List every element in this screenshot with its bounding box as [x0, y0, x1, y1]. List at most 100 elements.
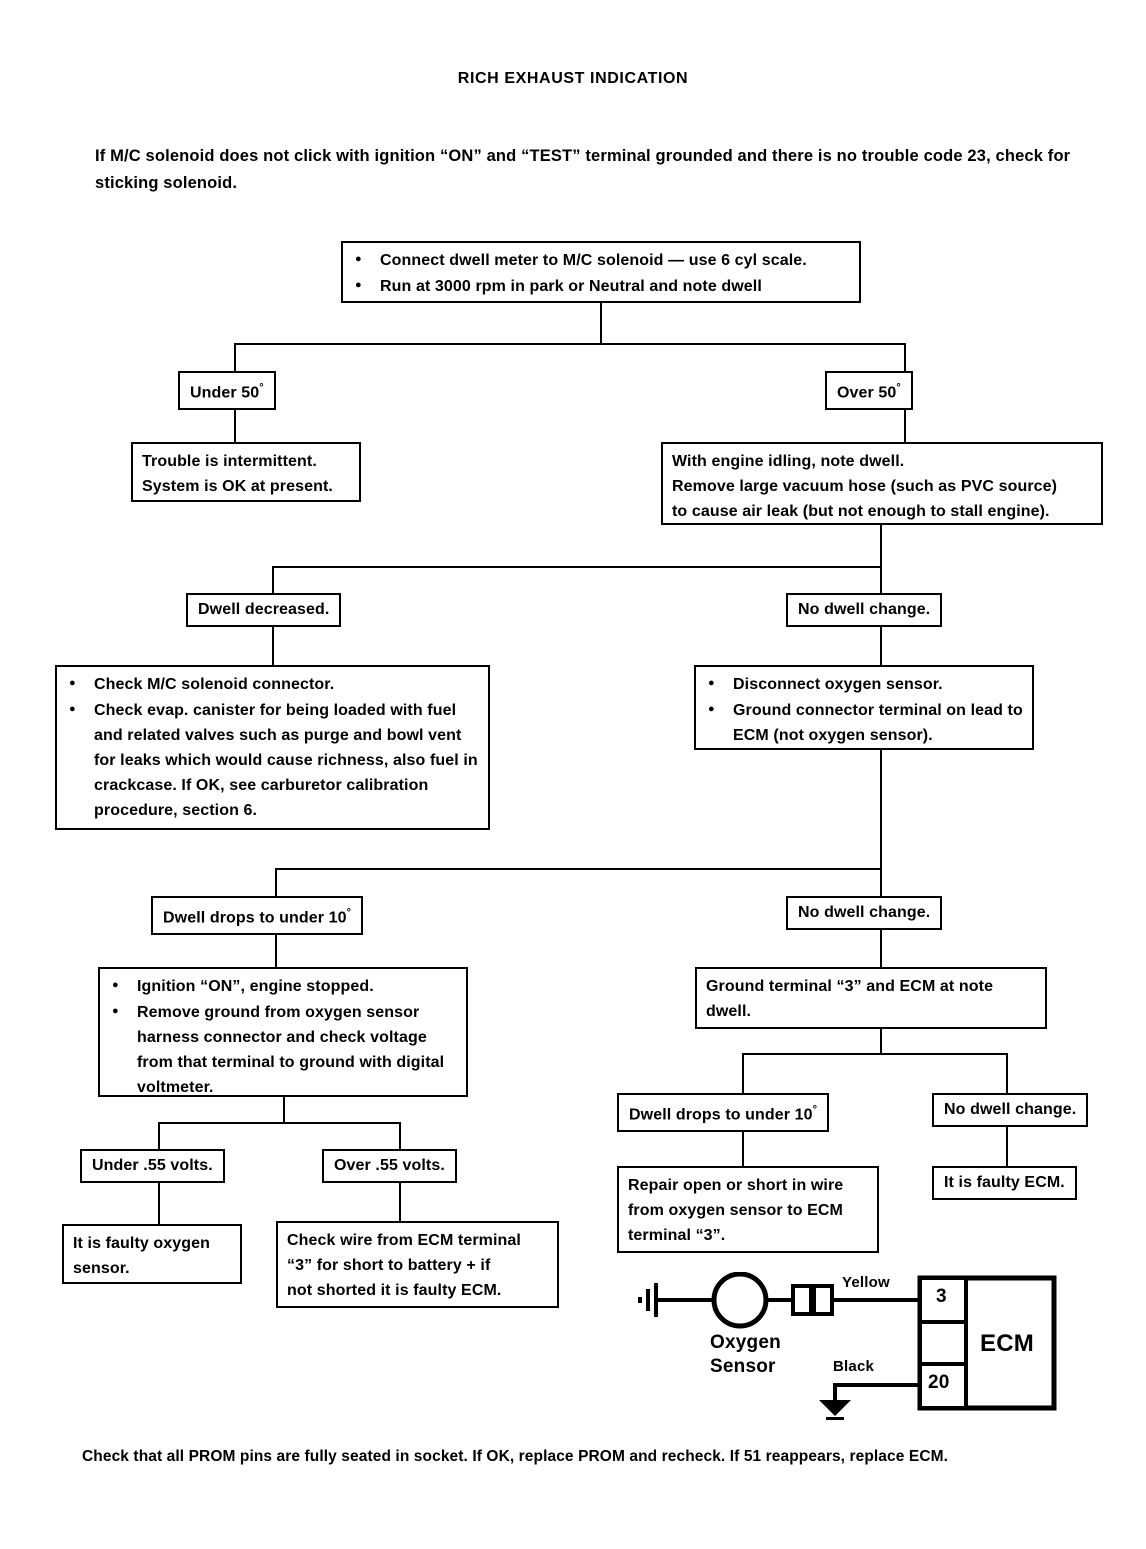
faulty-oxygen-line-2: sensor. [73, 1260, 130, 1277]
connector-dwell-drops-right-down [742, 1122, 744, 1167]
oxygen-sensor-circle [711, 1272, 769, 1329]
ecm-label: ECM [980, 1330, 1034, 1357]
no-dwell-change-label-3: No dwell change. [944, 1101, 1077, 1118]
no-dwell-change-box-1: No dwell change. [786, 593, 943, 627]
check-mc-solenoid-box: Check M/C solenoid connector. Check evap… [55, 665, 490, 830]
faulty-ecm-box: It is faulty ECM. [932, 1166, 1077, 1200]
connector-to-over-55 [399, 1122, 401, 1150]
engine-idling-box: With engine idling, note dwell. Remove l… [661, 442, 1103, 525]
connector-to-no-dwell-1 [880, 566, 882, 594]
dwell-drops-label-left: Dwell drops to under 10 [163, 909, 347, 927]
intermittent-box: Trouble is intermittent. System is OK at… [131, 442, 361, 502]
connector-no-dwell-1-down [880, 622, 882, 666]
oxygen-sensor-label-line-1: Oxygen [710, 1332, 781, 1353]
faulty-oxygen-sensor-box: It is faulty oxygen sensor. [62, 1224, 242, 1284]
connector-no-dwell-2-down [880, 925, 882, 968]
connector-start-down [600, 303, 602, 344]
check-wire-ecm-box: Check wire from ECM terminal “3” for sho… [276, 1221, 559, 1308]
engine-idling-line-3: to cause air leak (but not enough to sta… [672, 503, 1050, 520]
branch-under-50-box: Under 50° [178, 371, 276, 411]
black-wire-label: Black [833, 1358, 875, 1375]
check-mc-bullet-1: Check M/C solenoid connector. [66, 671, 479, 697]
connector-to-no-dwell-3 [1006, 1053, 1008, 1094]
degree-symbol: ° [259, 382, 264, 394]
ground-symbol-left [638, 1283, 658, 1317]
over-55-volts-box: Over .55 volts. [322, 1149, 457, 1183]
ecm-terminal-blank-box [918, 1320, 968, 1366]
connector-to-over50 [904, 343, 906, 372]
connector-split-volts [158, 1122, 401, 1124]
connector-split-1 [234, 343, 906, 345]
connector-over50-down [904, 400, 906, 443]
check-wire-line-1: Check wire from ECM terminal [287, 1232, 521, 1249]
connector-block-b [812, 1284, 834, 1316]
ignition-on-bullet-1: Ignition “ON”, engine stopped. [109, 973, 457, 999]
repair-line-1: Repair open or short in wire [628, 1177, 844, 1194]
connector-no-dwell-3-down [1006, 1122, 1008, 1167]
ecm-terminal-20-box [918, 1362, 968, 1410]
connector-dwell-drops-left-down [275, 925, 277, 968]
intermittent-line-2: System is OK at present. [142, 478, 333, 495]
branch-under-50-label: Under 50 [190, 384, 260, 402]
dwell-drops-label-right: Dwell drops to under 10 [629, 1106, 813, 1124]
connector-split-4 [742, 1053, 1008, 1055]
no-dwell-change-label-1: No dwell change. [798, 601, 931, 618]
no-dwell-change-label-2: No dwell change. [798, 904, 931, 921]
check-mc-bullet-2: Check evap. canister for being loaded wi… [66, 697, 479, 823]
page-title: RICH EXHAUST INDICATION [457, 70, 689, 87]
footer-note: Check that all PROM pins are fully seate… [82, 1448, 949, 1465]
connector-under50-down [234, 400, 236, 443]
branch-over-50-label: Over 50 [837, 384, 897, 402]
connector-disconnect-down [880, 750, 882, 870]
ground-terminal-3-line-1: Ground terminal “3” and ECM at note [706, 978, 994, 995]
degree-symbol: ° [812, 1104, 818, 1116]
wiring-schematic: Oxygen Sensor Yellow Black 3 20 ECM [630, 1272, 1060, 1422]
intermittent-line-1: Trouble is intermittent. [142, 453, 317, 470]
faulty-ecm-label: It is faulty ECM. [944, 1174, 1065, 1191]
ecm-terminal-3-box [918, 1276, 968, 1324]
degree-symbol: ° [896, 382, 901, 394]
dwell-decreased-label: Dwell decreased. [198, 601, 330, 618]
faulty-oxygen-line-1: It is faulty oxygen [73, 1235, 211, 1252]
repair-open-short-box: Repair open or short in wire from oxygen… [617, 1166, 879, 1253]
connector-dwell-decreased-down [272, 622, 274, 666]
ecm-terminal-20-label: 20 [928, 1372, 950, 1393]
repair-line-3: terminal “3”. [628, 1227, 726, 1244]
engine-idling-line-1: With engine idling, note dwell. [672, 453, 905, 470]
start-bullet-1: Connect dwell meter to M/C solenoid — us… [352, 247, 850, 273]
ground-terminal-3-line-2: dwell. [706, 1003, 752, 1020]
wire-black [833, 1383, 920, 1400]
repair-line-2: from oxygen sensor to ECM [628, 1202, 843, 1219]
check-wire-line-2: “3” for short to battery + if [287, 1257, 491, 1274]
check-wire-line-3: not shorted it is faulty ECM. [287, 1282, 502, 1299]
connector-split-2 [272, 566, 882, 568]
degree-symbol: ° [346, 907, 352, 919]
start-bullet-2: Run at 3000 rpm in park or Neutral and n… [352, 273, 850, 299]
ignition-on-bullet-2: Remove ground from oxygen sensor harness… [109, 999, 457, 1100]
disconnect-oxygen-bullet-2: Ground connector terminal on lead to ECM… [705, 697, 1023, 748]
connector-under-55-down [158, 1178, 160, 1225]
under-55-volts-box: Under .55 volts. [80, 1149, 225, 1183]
connector-ignition-down [283, 1097, 285, 1124]
connector-to-dwell-drops-right [742, 1053, 744, 1094]
connector-to-no-dwell-2 [880, 868, 882, 897]
dwell-drops-under-10-box-right: Dwell drops to under 10° [617, 1093, 830, 1133]
connector-split-3 [275, 868, 882, 870]
dwell-decreased-box: Dwell decreased. [186, 593, 342, 627]
connector-to-under50 [234, 343, 236, 372]
under-55-volts-label: Under .55 volts. [92, 1157, 213, 1174]
over-55-volts-label: Over .55 volts. [334, 1157, 445, 1174]
disconnect-oxygen-bullet-1: Disconnect oxygen sensor. [705, 671, 1023, 697]
dwell-drops-under-10-box-left: Dwell drops to under 10° [151, 896, 364, 936]
connector-over-55-down [399, 1178, 401, 1222]
no-dwell-change-box-3: No dwell change. [932, 1093, 1089, 1127]
engine-idling-line-2: Remove large vacuum hose (such as PVC so… [672, 478, 1058, 495]
no-dwell-change-box-2: No dwell change. [786, 896, 943, 930]
yellow-wire-label: Yellow [842, 1274, 890, 1291]
connector-to-under-55 [158, 1122, 160, 1150]
connector-to-dwell-decreased [272, 566, 274, 594]
connector-to-dwell-drops-left [275, 868, 277, 897]
branch-over-50-box: Over 50° [825, 371, 913, 411]
disconnect-oxygen-box: Disconnect oxygen sensor. Ground connect… [694, 665, 1034, 750]
